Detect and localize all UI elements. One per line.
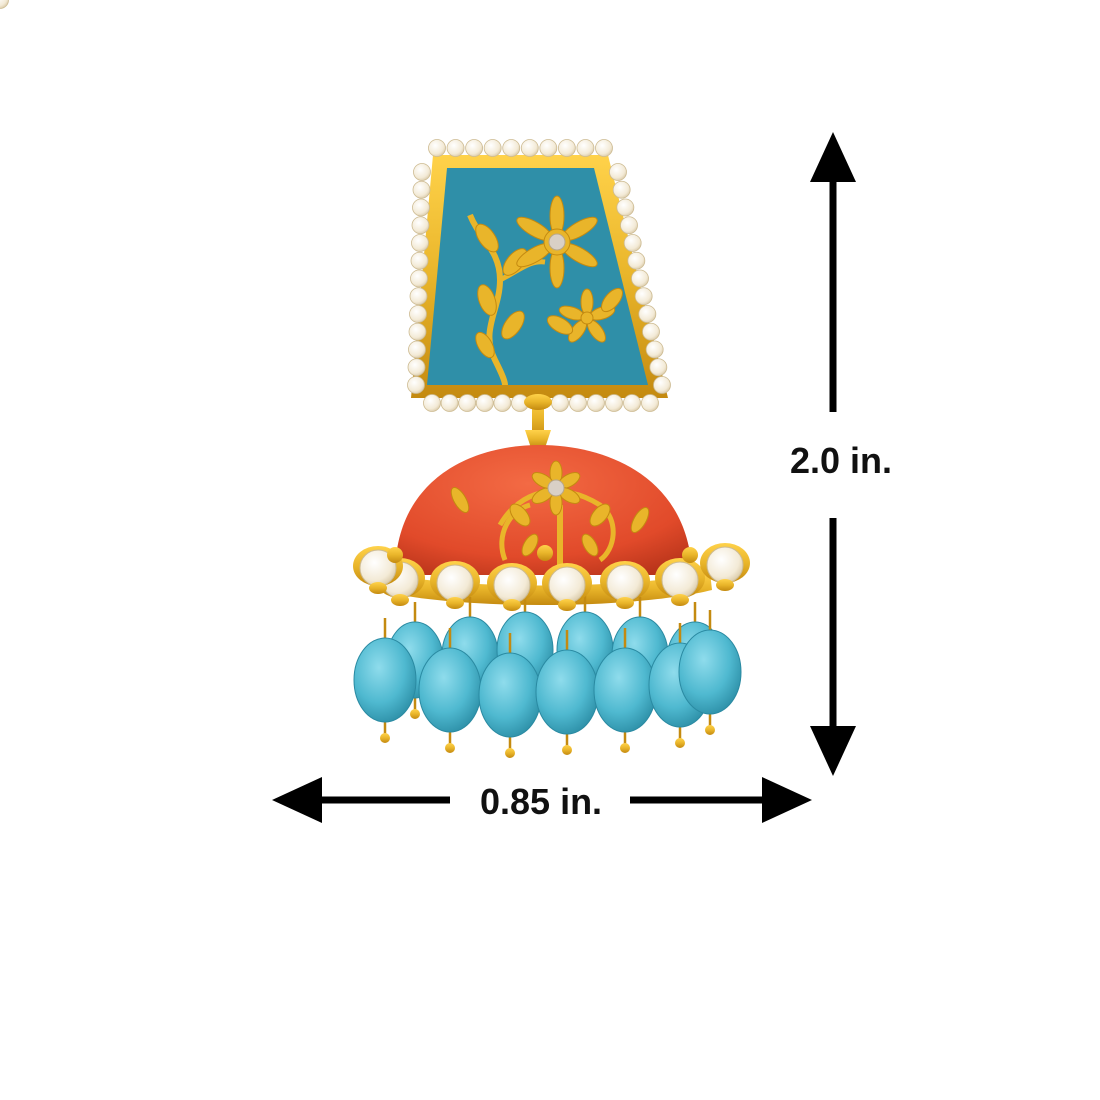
top-pendant [0,0,671,412]
pearl [410,269,428,288]
pearl [493,394,512,412]
pearl [569,394,587,412]
rim-pearl [655,558,705,606]
connector-cap [524,394,552,410]
dome-motif [450,460,650,565]
turquoise-bead [478,633,542,758]
pearl [634,287,653,306]
pearl [412,198,430,217]
rim-pearl [542,563,592,611]
pearl [411,216,430,235]
width-arrow-right-head [762,777,812,823]
pearl [605,394,623,412]
turquoise-bead [353,618,417,743]
pearl [428,139,446,157]
height-dimension-arrow [810,132,856,776]
pearl [641,394,659,412]
pearl [620,216,638,235]
width-arrow-left-head [272,777,322,823]
pearl-border [0,0,671,412]
dome-finial [525,430,551,448]
pearl [502,139,521,157]
pearl [408,322,427,341]
height-dimension-label: 2.0 in. [790,440,893,481]
pearl [446,139,465,157]
rim-pearl [600,561,650,609]
pearl [631,269,649,288]
pearl [458,394,477,412]
dome-red-enamel [395,445,692,575]
width-dimension-label: 0.85 in. [480,781,603,822]
pearl [407,376,425,394]
pearl [411,234,429,252]
pearl [551,394,569,412]
pearl [423,394,441,412]
pearl [465,139,484,157]
pearl [483,139,502,157]
pearl [440,394,459,412]
pearl [653,376,671,394]
floral-motif [467,195,623,386]
pearl [413,163,431,181]
height-arrow-bottom-head [810,726,856,776]
pearl [609,163,627,181]
pearl [409,305,427,323]
pearl [623,234,642,252]
rim-pearl-row [353,543,750,611]
turquoise-bead [678,610,742,735]
rim-pearl [700,543,750,591]
pearl [409,287,428,306]
jhumka-earring-icon [0,0,750,758]
pearl [587,394,605,412]
pearl [0,0,9,9]
rim-pearl [430,561,480,609]
pearl [407,358,426,377]
pearl [408,340,426,359]
height-arrow-top-head [810,132,856,182]
pearl [623,394,641,412]
pearl [412,180,431,199]
width-dimension-arrow [272,777,812,823]
pearl [557,139,576,157]
pearl [539,139,558,157]
pearl [410,251,429,270]
turquoise-bead-fringe [353,592,742,758]
pearl [627,251,646,270]
pearl [576,139,595,157]
pearl [595,139,613,157]
rim-pearl [487,563,537,611]
pearl [612,180,631,199]
pearl [616,198,635,217]
pearl [642,322,660,341]
pearl [649,358,668,377]
pearl [475,394,494,412]
pearl [645,340,664,359]
pearl [638,305,657,323]
pearl [520,139,539,157]
